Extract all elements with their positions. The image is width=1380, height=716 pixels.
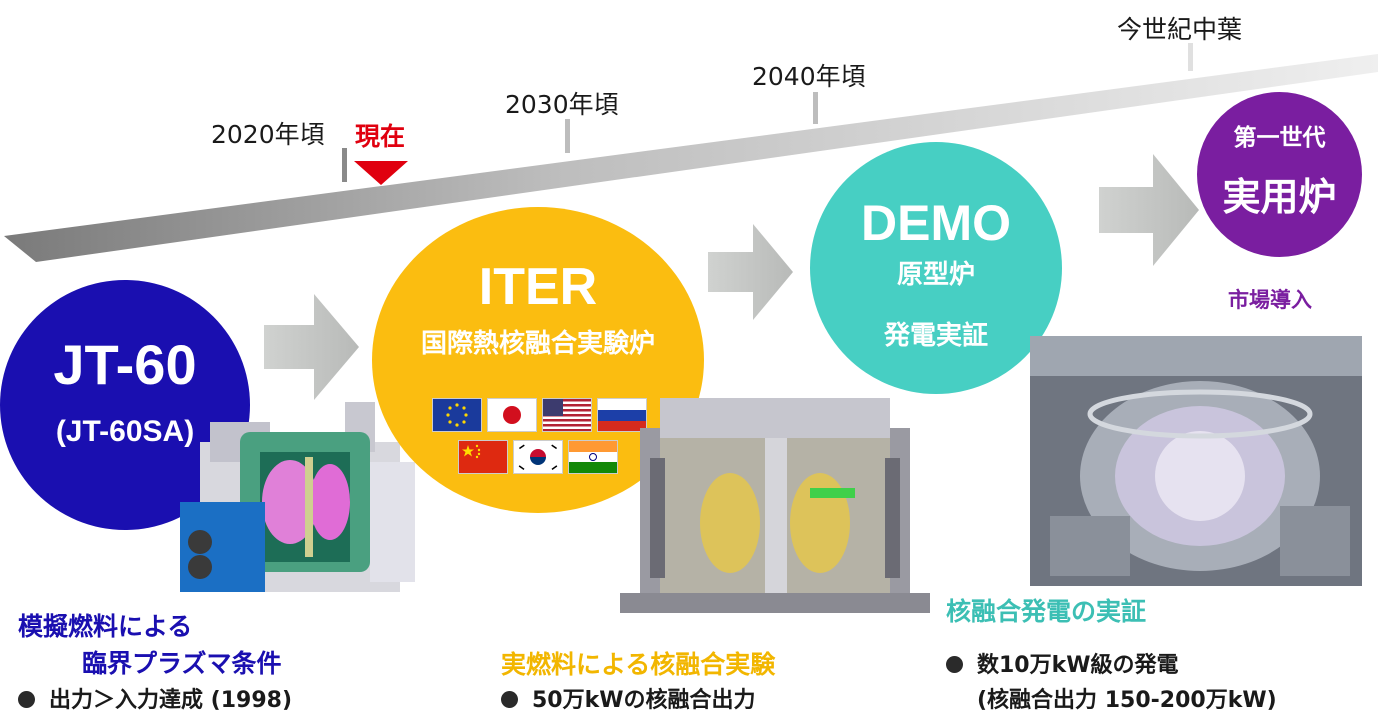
iter-subtitle: 国際熱核融合実験炉 — [420, 329, 655, 359]
arrow-right-icon — [1099, 154, 1199, 266]
jt60-caption-line1: 模擬燃料による — [18, 612, 193, 641]
china-flag-icon — [458, 440, 508, 474]
demo-power-demo-label: 発電実証 — [883, 321, 988, 351]
demo-bullet-1-text: 数10万kW級の発電 — [977, 653, 1179, 678]
commercial-generation-label: 第一世代 — [1233, 125, 1326, 151]
iter-machine-image — [620, 398, 930, 613]
bullet-icon — [946, 656, 963, 673]
jt60-subtitle: (JT-60SA) — [55, 414, 195, 448]
bullet-icon — [18, 691, 35, 708]
russia-flag-icon — [597, 398, 647, 432]
tick-2040 — [813, 92, 818, 124]
tick-mid-century — [1188, 43, 1193, 71]
demo-circle: DEMO 原型炉 発電実証 — [810, 142, 1062, 394]
usa-flag-icon — [542, 398, 592, 432]
commercial-reactor-label: 実用炉 — [1222, 175, 1337, 219]
india-flag-icon — [568, 440, 618, 474]
iter-title: ITER — [478, 258, 598, 316]
demo-caption: 核融合発電の実証 — [946, 597, 1147, 626]
timeline-wedge — [4, 54, 1378, 262]
commercial-reactor-circle: 第一世代 実用炉 — [1197, 92, 1362, 257]
demo-reactor-image — [1030, 336, 1362, 586]
tick-label-2020: 2020年頃 — [211, 120, 325, 149]
market-introduction-label: 市場導入 — [1228, 288, 1312, 312]
demo-prototype-label: 原型炉 — [896, 260, 975, 290]
iter-bullet: 50万kWの核融合出力 — [501, 682, 756, 714]
jt60-bullet: 出力＞入力達成 (1998) — [18, 682, 292, 714]
now-marker-icon — [354, 161, 408, 185]
jt60-bullet-text: 出力＞入力達成 (1998) — [49, 688, 292, 713]
korea-flag-icon — [513, 440, 563, 474]
demo-bullet-1: 数10万kW級の発電 — [946, 647, 1179, 679]
tick-2020 — [342, 148, 347, 182]
jt60sa-machine-image — [180, 402, 415, 592]
bullet-icon — [501, 691, 518, 708]
tick-label-2040: 2040年頃 — [752, 62, 866, 91]
now-label: 現在 — [355, 122, 406, 151]
arrow-right-icon — [708, 224, 793, 320]
jt60-caption-line2: 臨界プラズマ条件 — [82, 649, 282, 678]
arrow-right-icon — [264, 294, 359, 400]
demo-bullet-2: (核融合出力 150-200万kW) — [977, 688, 1277, 713]
eu-flag-icon — [432, 398, 482, 432]
tick-2030 — [565, 119, 570, 153]
tick-label-2030: 2030年頃 — [505, 90, 619, 119]
iter-bullet-text: 50万kWの核融合出力 — [532, 688, 756, 713]
demo-title: DEMO — [861, 195, 1011, 251]
iter-caption: 実燃料による核融合実験 — [501, 650, 776, 679]
japan-flag-icon — [487, 398, 537, 432]
tick-label-mid-century: 今世紀中葉 — [1117, 15, 1243, 44]
jt60-title: JT-60 — [53, 332, 197, 396]
